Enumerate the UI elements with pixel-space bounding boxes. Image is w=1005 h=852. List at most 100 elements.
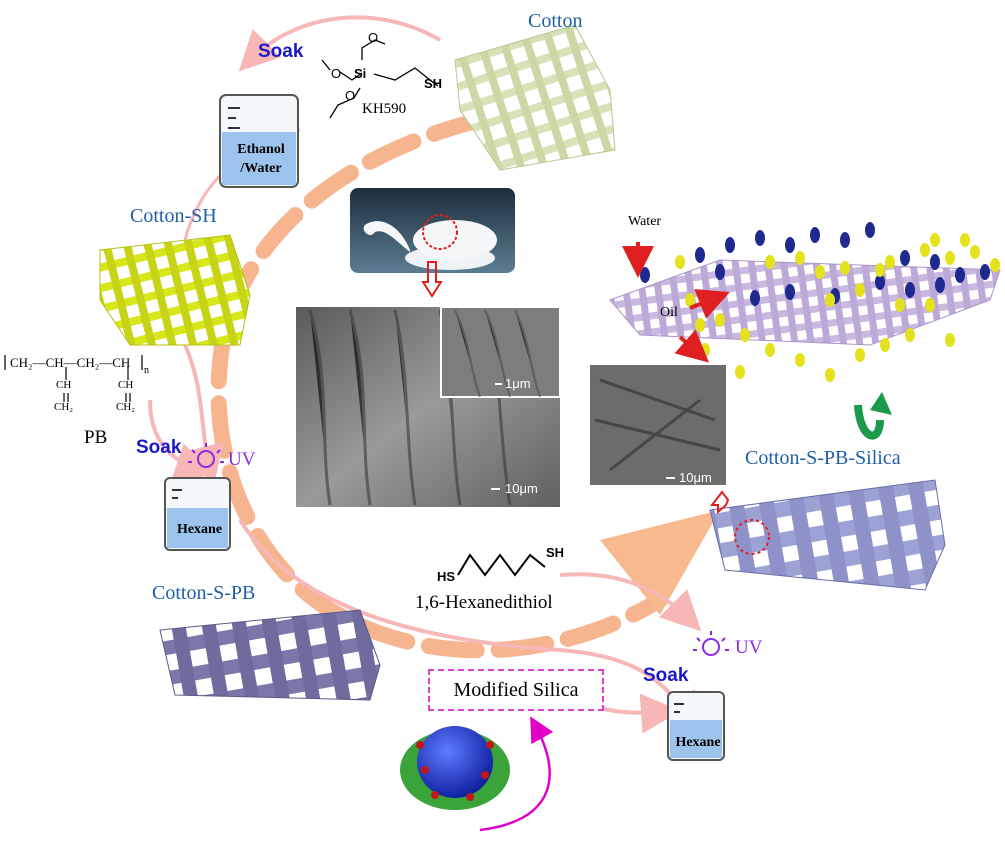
- water-drop: [725, 237, 735, 253]
- droplets: [640, 222, 1000, 382]
- oil-drop: [920, 243, 930, 257]
- kh590-o-top: O: [368, 30, 379, 45]
- oil-drop: [795, 251, 805, 265]
- pb-ch-1: CH: [56, 379, 72, 391]
- uv-sun-icon-2: [693, 631, 729, 656]
- label-cotton-s-pb: Cotton-S-PB: [152, 582, 256, 604]
- oil-drop: [765, 255, 775, 269]
- water-drop: [715, 264, 725, 280]
- oil-drop: [825, 368, 835, 382]
- kh590-structure: [321, 39, 439, 119]
- soak-label-3: Soak: [643, 665, 689, 686]
- kh590-label: KH590: [362, 101, 407, 117]
- scale-10um-right: 10μm: [679, 470, 712, 485]
- pb-label: PB: [84, 427, 108, 448]
- water-drop: [755, 230, 765, 246]
- scale-1um: 1μm: [505, 376, 531, 391]
- scale-10um-main: 10μm: [505, 481, 538, 496]
- water-drop: [980, 264, 990, 280]
- uv-sun-icon: [188, 443, 224, 468]
- kh590-sh: SH: [424, 76, 443, 91]
- water-drop: [905, 282, 915, 298]
- pb-chain: CH₂—CH—CH₂—CH: [10, 355, 131, 370]
- oil-drop: [735, 365, 745, 379]
- water-drop: [865, 222, 875, 238]
- oil-arrow-1: [689, 289, 730, 319]
- oil-drop: [970, 245, 980, 259]
- green-arrow: [854, 392, 892, 440]
- oil-drop: [960, 233, 970, 247]
- pb-ch2-1: CH₂: [54, 401, 74, 413]
- oil-drop: [765, 343, 775, 357]
- water-drop: [875, 274, 885, 290]
- oil-drop: [905, 328, 915, 342]
- cotton-fabric: [454, 24, 616, 171]
- swan-photo: [350, 188, 515, 273]
- cotton-s-pb-fabric: [159, 609, 381, 701]
- oil-drop: [840, 261, 850, 275]
- oil-drop: [700, 343, 710, 357]
- pb-ch-2: CH: [118, 379, 134, 391]
- oil-drop: [945, 333, 955, 347]
- hexanedithiol-label: 1,6-Hexanedithiol: [415, 592, 553, 613]
- separation-scene: [609, 259, 1001, 346]
- modified-silica-box: Modified Silica: [428, 669, 604, 711]
- kh590-si: Si: [354, 66, 367, 81]
- water-drop: [750, 290, 760, 306]
- oil-drop: [945, 251, 955, 265]
- down-arrow-icon: [421, 261, 443, 298]
- label-cotton-sh: Cotton-SH: [130, 205, 217, 227]
- flow-arrows: [148, 15, 702, 734]
- uv-label-2: UV: [735, 637, 763, 658]
- oil-drop: [875, 263, 885, 277]
- beaker-1: [219, 94, 299, 188]
- zoom-circle: [734, 519, 770, 555]
- beaker-label-ethanol: Ethanol: [237, 142, 285, 157]
- oil-drop: [855, 348, 865, 362]
- beaker-label-hexane-2: Hexane: [675, 735, 721, 750]
- water-drop: [955, 267, 965, 283]
- oil-drop: [695, 318, 705, 332]
- cotton-s-pb-silica-fabric: [709, 479, 946, 591]
- uv-label-1: UV: [228, 449, 256, 470]
- sem-right: [590, 365, 726, 485]
- cycle-arrow-head: [600, 510, 720, 615]
- water-drop: [810, 227, 820, 243]
- beaker-2: [164, 477, 231, 551]
- kh590-o-bottom: O: [345, 88, 356, 103]
- soak-label-2: Soak: [136, 437, 182, 458]
- label-cotton: Cotton: [528, 10, 583, 32]
- beaker-label-hexane-1: Hexane: [176, 522, 223, 537]
- oil-drop: [930, 233, 940, 247]
- kh590-o-left: O: [331, 66, 342, 81]
- oil-drop: [990, 258, 1000, 272]
- oil-drop: [825, 293, 835, 307]
- oil-drop: [715, 313, 725, 327]
- cycle-arrow: [210, 112, 720, 659]
- water-drop: [930, 254, 940, 270]
- water-drop: [785, 237, 795, 253]
- cotton-sh-fabric: [99, 234, 251, 346]
- hexanedithiol-structure: [457, 553, 546, 577]
- water-drop: [695, 247, 705, 263]
- oil-drop: [855, 283, 865, 297]
- hs-label: HS: [437, 569, 456, 584]
- oil-drop: [880, 338, 890, 352]
- sem-main: [296, 306, 561, 507]
- water-drop: [640, 267, 650, 283]
- sh-label: SH: [546, 545, 565, 560]
- oil-drop: [740, 328, 750, 342]
- silica-particle-icon: [400, 726, 510, 810]
- red-arrows: [622, 242, 730, 363]
- soak-label-1: Soak: [258, 41, 304, 62]
- oil-drop: [895, 298, 905, 312]
- pb-ch2-2: CH₂: [116, 401, 136, 413]
- oil-label: Oil: [660, 305, 678, 320]
- oil-drop: [815, 265, 825, 279]
- oil-arrow-2: [674, 329, 709, 363]
- oil-drop: [885, 255, 895, 269]
- swan-zoom-circle: [422, 214, 458, 250]
- magenta-arrow: [479, 716, 554, 832]
- oil-drop: [685, 293, 695, 307]
